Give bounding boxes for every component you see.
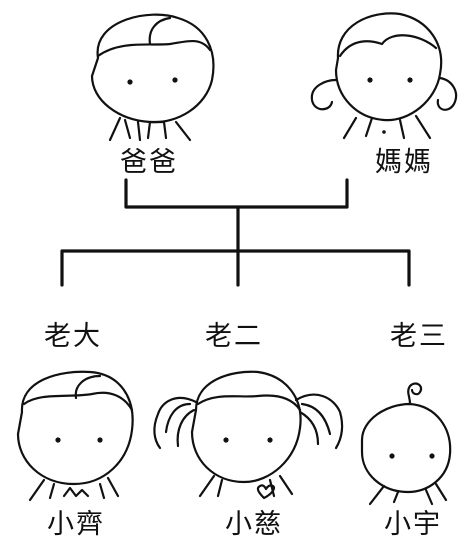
label-order-second: 老二 <box>205 321 263 352</box>
heart-icon <box>256 484 276 500</box>
label-father: 爸爸 <box>120 147 178 178</box>
third-body <box>368 482 448 506</box>
second-body <box>198 474 294 498</box>
mother-body <box>342 114 432 140</box>
child-eldest-figure <box>16 370 134 502</box>
eldest-collar <box>62 486 90 498</box>
mother-button <box>382 130 386 134</box>
eldest-hair <box>22 391 134 412</box>
father-head <box>90 13 215 124</box>
label-name-third: 小宇 <box>384 509 442 540</box>
third-eye-right <box>429 453 435 459</box>
father-hair-tuft <box>148 16 172 46</box>
eldest-body <box>28 476 120 502</box>
eldest-eye-left <box>55 437 61 443</box>
second-pigtail-left <box>153 396 198 450</box>
father-eye-left <box>127 79 133 85</box>
father-body <box>108 116 192 142</box>
child-second-figure <box>153 370 344 500</box>
eldest-hair-tuft <box>74 374 102 400</box>
mother-curl-left <box>310 78 338 111</box>
label-mother: 媽媽 <box>375 147 433 178</box>
mother-eye-right <box>407 77 413 83</box>
father-figure <box>90 13 215 142</box>
mother-head <box>334 12 443 122</box>
second-eye-right <box>267 437 273 443</box>
mother-eye-left <box>367 77 373 83</box>
second-eye-left <box>223 437 229 443</box>
tree-connectors <box>60 178 411 287</box>
second-pigtail-right <box>294 393 344 450</box>
label-name-second: 小慈 <box>225 509 283 540</box>
second-bangs <box>196 394 302 412</box>
label-order-third: 老三 <box>390 321 448 352</box>
mother-curl-right <box>436 76 458 111</box>
child-third-figure <box>360 382 452 506</box>
third-head <box>360 402 452 494</box>
second-head <box>190 370 302 484</box>
eldest-head <box>16 370 134 486</box>
third-hair-sprout <box>407 382 423 406</box>
mother-bangs <box>338 34 438 58</box>
connector-parents <box>124 178 349 209</box>
eldest-eye-right <box>97 437 103 443</box>
label-order-eldest: 老大 <box>44 321 102 352</box>
mother-figure <box>310 12 458 140</box>
connector-children <box>60 249 411 287</box>
father-eye-right <box>172 77 178 83</box>
father-hair <box>96 39 212 58</box>
third-eye-left <box>389 453 395 459</box>
label-name-eldest: 小齊 <box>47 509 105 540</box>
